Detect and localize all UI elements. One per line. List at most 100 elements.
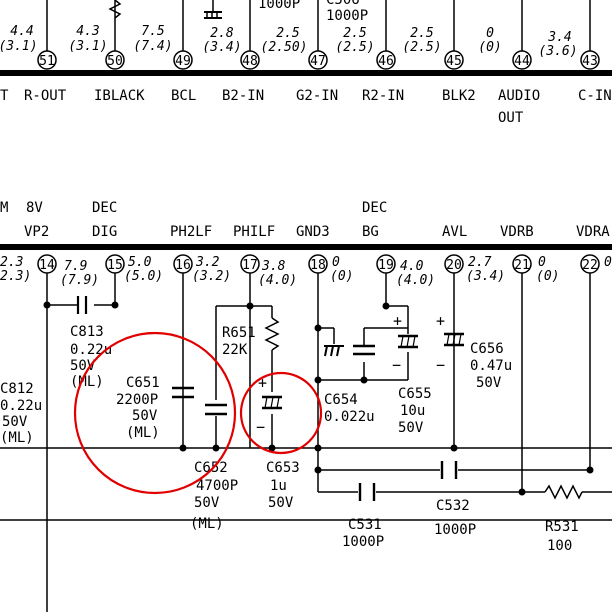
voltage-normal: 0 (604, 255, 612, 270)
c813-name: C813 (70, 324, 104, 340)
voltage-alt: (3.6) (538, 44, 577, 59)
top-voltages: 4.4 (3.1) 4.3 (3.1) 7.5 (7.4) 2.8 (3.4) … (0, 24, 578, 59)
pin-label: BG (362, 224, 379, 240)
pin-label: GND3 (296, 224, 330, 240)
top-pin-labels: T R-OUT IBLACK BCL B2-IN G2-IN R2-IN BLK… (0, 88, 612, 126)
pin-number: 16 (175, 258, 191, 273)
pin-label: AVL (442, 224, 467, 240)
voltage-normal: 2.5 (410, 26, 434, 41)
pin-22-circle (580, 254, 600, 274)
pin-label: PHILF (233, 224, 275, 240)
c652-value: 4700P (196, 478, 238, 494)
c652-rating: 50V (194, 495, 220, 511)
voltage-normal: 5.0 (128, 255, 152, 270)
pin-number: 17 (242, 258, 258, 273)
voltage-normal: 2.5 (343, 26, 367, 41)
voltage-alt: (4.0) (258, 273, 297, 288)
pin-label: BLK2 (442, 88, 476, 104)
c651-value: 2200P (116, 392, 158, 408)
pin-16-circle (173, 254, 193, 274)
top-cap-value: 1000P (258, 0, 300, 12)
voltage-normal: 2.5 (276, 26, 300, 41)
c656-name: C656 (470, 341, 504, 357)
voltage-alt: (2.5) (335, 40, 374, 55)
c653-value: 1u (270, 478, 287, 494)
pin-label-top: 8V (26, 200, 43, 216)
pin-number: 46 (378, 54, 394, 69)
electrolytic-hatch (264, 333, 462, 409)
pin-label: VP2 (24, 224, 49, 240)
pin-label-2: OUT (498, 110, 524, 126)
pin-number: 18 (310, 258, 326, 273)
pin-45-circle (444, 50, 464, 70)
voltage-normal: 0 (538, 255, 546, 270)
top-pin-numbers: 51 50 49 48 47 46 45 44 43 (39, 54, 598, 69)
voltage-normal: 4.4 (10, 24, 33, 39)
c653-name: C653 (266, 460, 300, 476)
top-cap2-value: 1000P (326, 8, 368, 24)
pin-label-top: DEC (362, 200, 387, 216)
voltage-normal: 0 (332, 255, 340, 270)
pin-50-circle (105, 50, 125, 70)
voltage-normal: 3.2 (195, 255, 220, 270)
pin-number: 50 (107, 54, 123, 69)
highlight-circle-c653 (239, 371, 323, 455)
c656-rating: 50V (476, 375, 502, 391)
voltage-normal: 3.8 (261, 259, 286, 274)
pin-label: BCL (171, 88, 196, 104)
c531-value: 1000P (342, 534, 384, 550)
c651-rating: 50V (132, 408, 158, 424)
voltage-normal: 3.4 (547, 30, 571, 45)
plus-sign: + (393, 312, 402, 330)
r651-name: R651 (222, 325, 256, 341)
voltage-normal: 7.9 (64, 259, 87, 274)
c812-rating: 50V (2, 414, 28, 430)
voltage-normal: 7.5 (141, 24, 165, 39)
r531-name: R531 (545, 519, 579, 535)
bottom-ic-bus (0, 244, 612, 250)
bottom-pin-numbers: 14 15 16 17 18 19 20 21 22 (39, 258, 598, 273)
r651-value: 22K (222, 342, 248, 358)
pin-label: VDRA (576, 224, 610, 240)
bottom-pin-labels: M 8V VP2 DEC DIG PH2LF PHILF GND3 DEC BG… (0, 200, 610, 240)
pin-label: C-IN (578, 88, 612, 104)
top-cap2-name: C506 (326, 0, 360, 8)
bottom-wiring (0, 272, 612, 612)
c812-name: C812 (0, 381, 34, 397)
top-ic-bus (0, 70, 612, 76)
ground-icon (324, 345, 344, 357)
pin-20-circle (444, 254, 464, 274)
voltage-normal: 2.8 (210, 26, 234, 41)
c812-type: (ML) (0, 430, 34, 446)
voltage-alt: (7.9) (60, 273, 99, 288)
pin-number: 47 (310, 54, 326, 69)
pin-46-circle (376, 50, 396, 70)
pin-label: PH2LF (170, 224, 212, 240)
pin-number: 22 (582, 258, 598, 273)
voltage-normal: 2.7 (468, 255, 492, 270)
pin-number: 21 (514, 258, 530, 273)
pin-number: 51 (39, 54, 55, 69)
voltage-alt: (4.0) (396, 273, 435, 288)
c532-name: C532 (436, 498, 470, 514)
pin-label: DIG (92, 224, 117, 240)
c656-value: 0.47u (470, 358, 512, 374)
pin-label: R-OUT (24, 88, 67, 104)
pin-label: R2-IN (362, 88, 404, 104)
voltage-alt: (2.5) (402, 40, 441, 55)
pin-19-circle (376, 254, 396, 274)
pin-label: AUDIO (498, 88, 540, 104)
c653-rating: 50V (268, 495, 294, 511)
pin-17-circle (240, 254, 260, 274)
c813-type: (ML) (70, 374, 104, 390)
plus-sign: + (258, 374, 267, 392)
voltage-alt: (2.50) (261, 40, 308, 55)
plus-sign: + (436, 312, 445, 330)
c812-value: 0.22u (0, 398, 42, 414)
voltage-normal: 0 (486, 26, 494, 41)
voltage-normal: 4.0 (400, 259, 424, 274)
voltage-alt: 2.3) (0, 269, 31, 284)
pin-18-circle (308, 254, 328, 274)
pin-15-circle (105, 254, 125, 274)
